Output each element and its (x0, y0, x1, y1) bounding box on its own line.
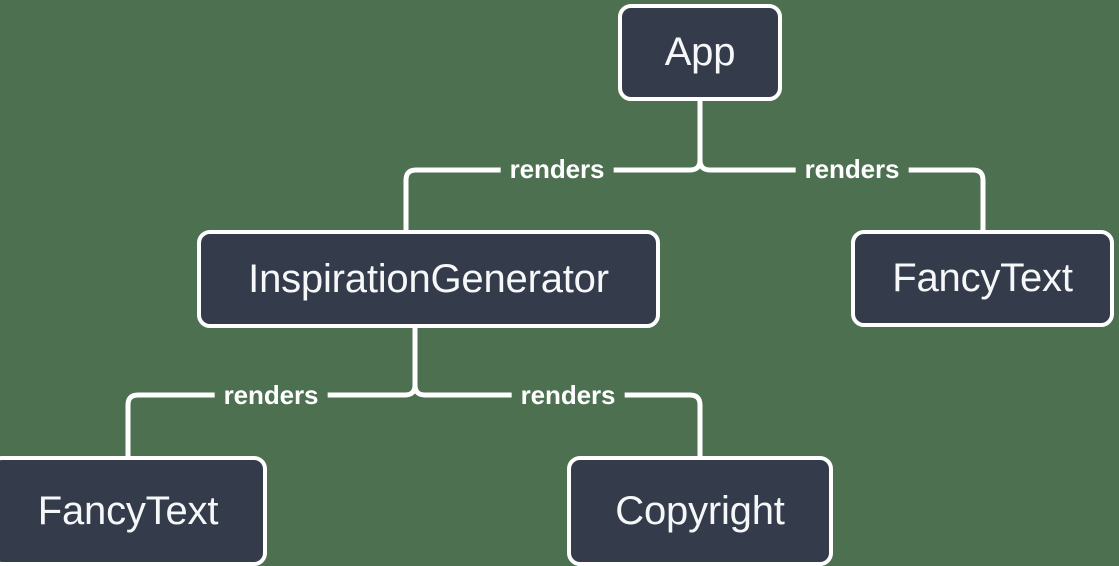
node-app-label: App (664, 30, 736, 74)
edge-label-app-fancytext-right: renders (795, 156, 909, 182)
edge-label-inspirationgenerator-fancytext-left: renders (214, 382, 328, 408)
node-fancytext-left-label: FancyText (37, 488, 219, 533)
edge-app-to-inspgen (697, 159, 986, 230)
node-fancytext-right[interactable]: FancyText (851, 230, 1114, 327)
node-fancytext-left[interactable]: FancyText (0, 456, 267, 566)
node-copyright-label: Copyright (615, 488, 785, 533)
edge-label-app-inspirationgenerator: renders (500, 156, 614, 182)
node-fancytext-right-label: FancyText (892, 256, 1073, 300)
node-inspirationgenerator-label: InspirationGenerator (248, 256, 609, 301)
node-copyright[interactable]: Copyright (567, 456, 833, 566)
edge-inspgen-to-copyright (412, 384, 703, 456)
edge-label-inspirationgenerator-copyright: renders (511, 382, 625, 408)
node-inspirationgenerator[interactable]: InspirationGenerator (197, 230, 660, 328)
node-app[interactable]: App (618, 4, 782, 101)
